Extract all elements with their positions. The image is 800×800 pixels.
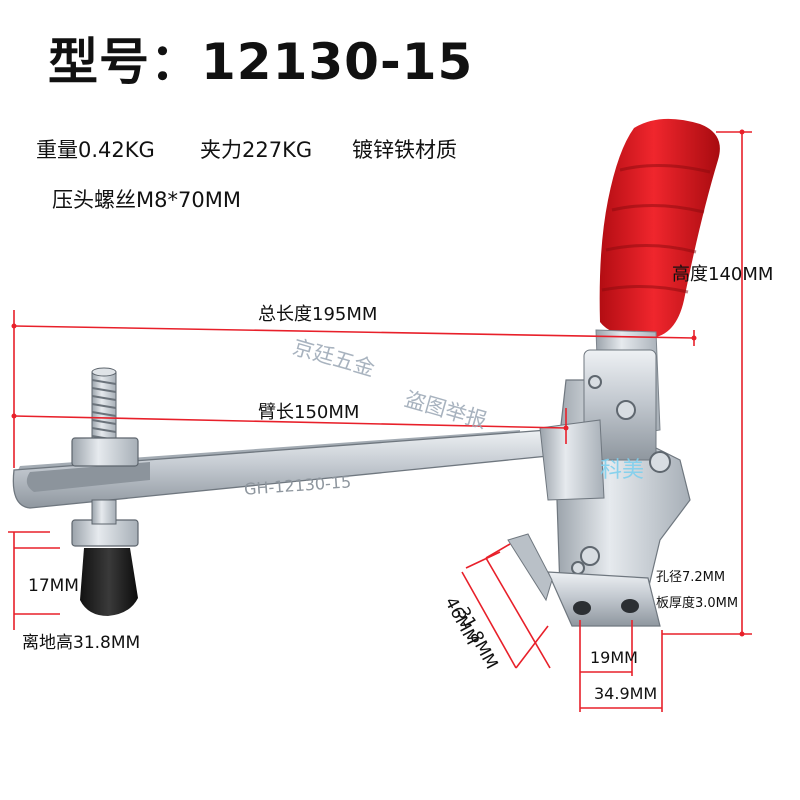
base-plate xyxy=(507,533,661,627)
model-title: 型号：12130-15 xyxy=(48,33,474,91)
plate-thickness-label: 板厚度3.0MM xyxy=(656,596,739,611)
clamp-arm xyxy=(12,419,605,509)
pad-height-label: 17MM xyxy=(28,576,79,596)
weight-spec: 重量0.42KG xyxy=(36,138,155,162)
red-handle-grip xyxy=(599,118,720,338)
height-label: 高度140MM xyxy=(672,264,774,285)
screw-spec: 压头螺丝M8*70MM xyxy=(52,188,241,212)
dimension-arrows xyxy=(11,129,745,637)
hole-spacing-label: 19MM xyxy=(590,648,638,667)
arm-length-label: 臂长150MM xyxy=(258,402,360,423)
hex-nut xyxy=(71,437,139,547)
clamping-force-spec: 夹力227KG xyxy=(200,138,313,162)
brand-watermark: 科美 xyxy=(600,458,645,483)
total-length-label: 总长度195MM xyxy=(258,304,378,325)
base-width-label: 34.9MM xyxy=(594,684,658,703)
hole-diameter-label: 孔径7.2MM xyxy=(656,570,726,585)
ground-clearance-label: 离地高31.8MM xyxy=(22,633,141,653)
material-spec: 镀锌铁材质 xyxy=(352,138,457,162)
dimension-lines xyxy=(8,131,752,712)
rubber-pressure-pad xyxy=(80,548,138,616)
